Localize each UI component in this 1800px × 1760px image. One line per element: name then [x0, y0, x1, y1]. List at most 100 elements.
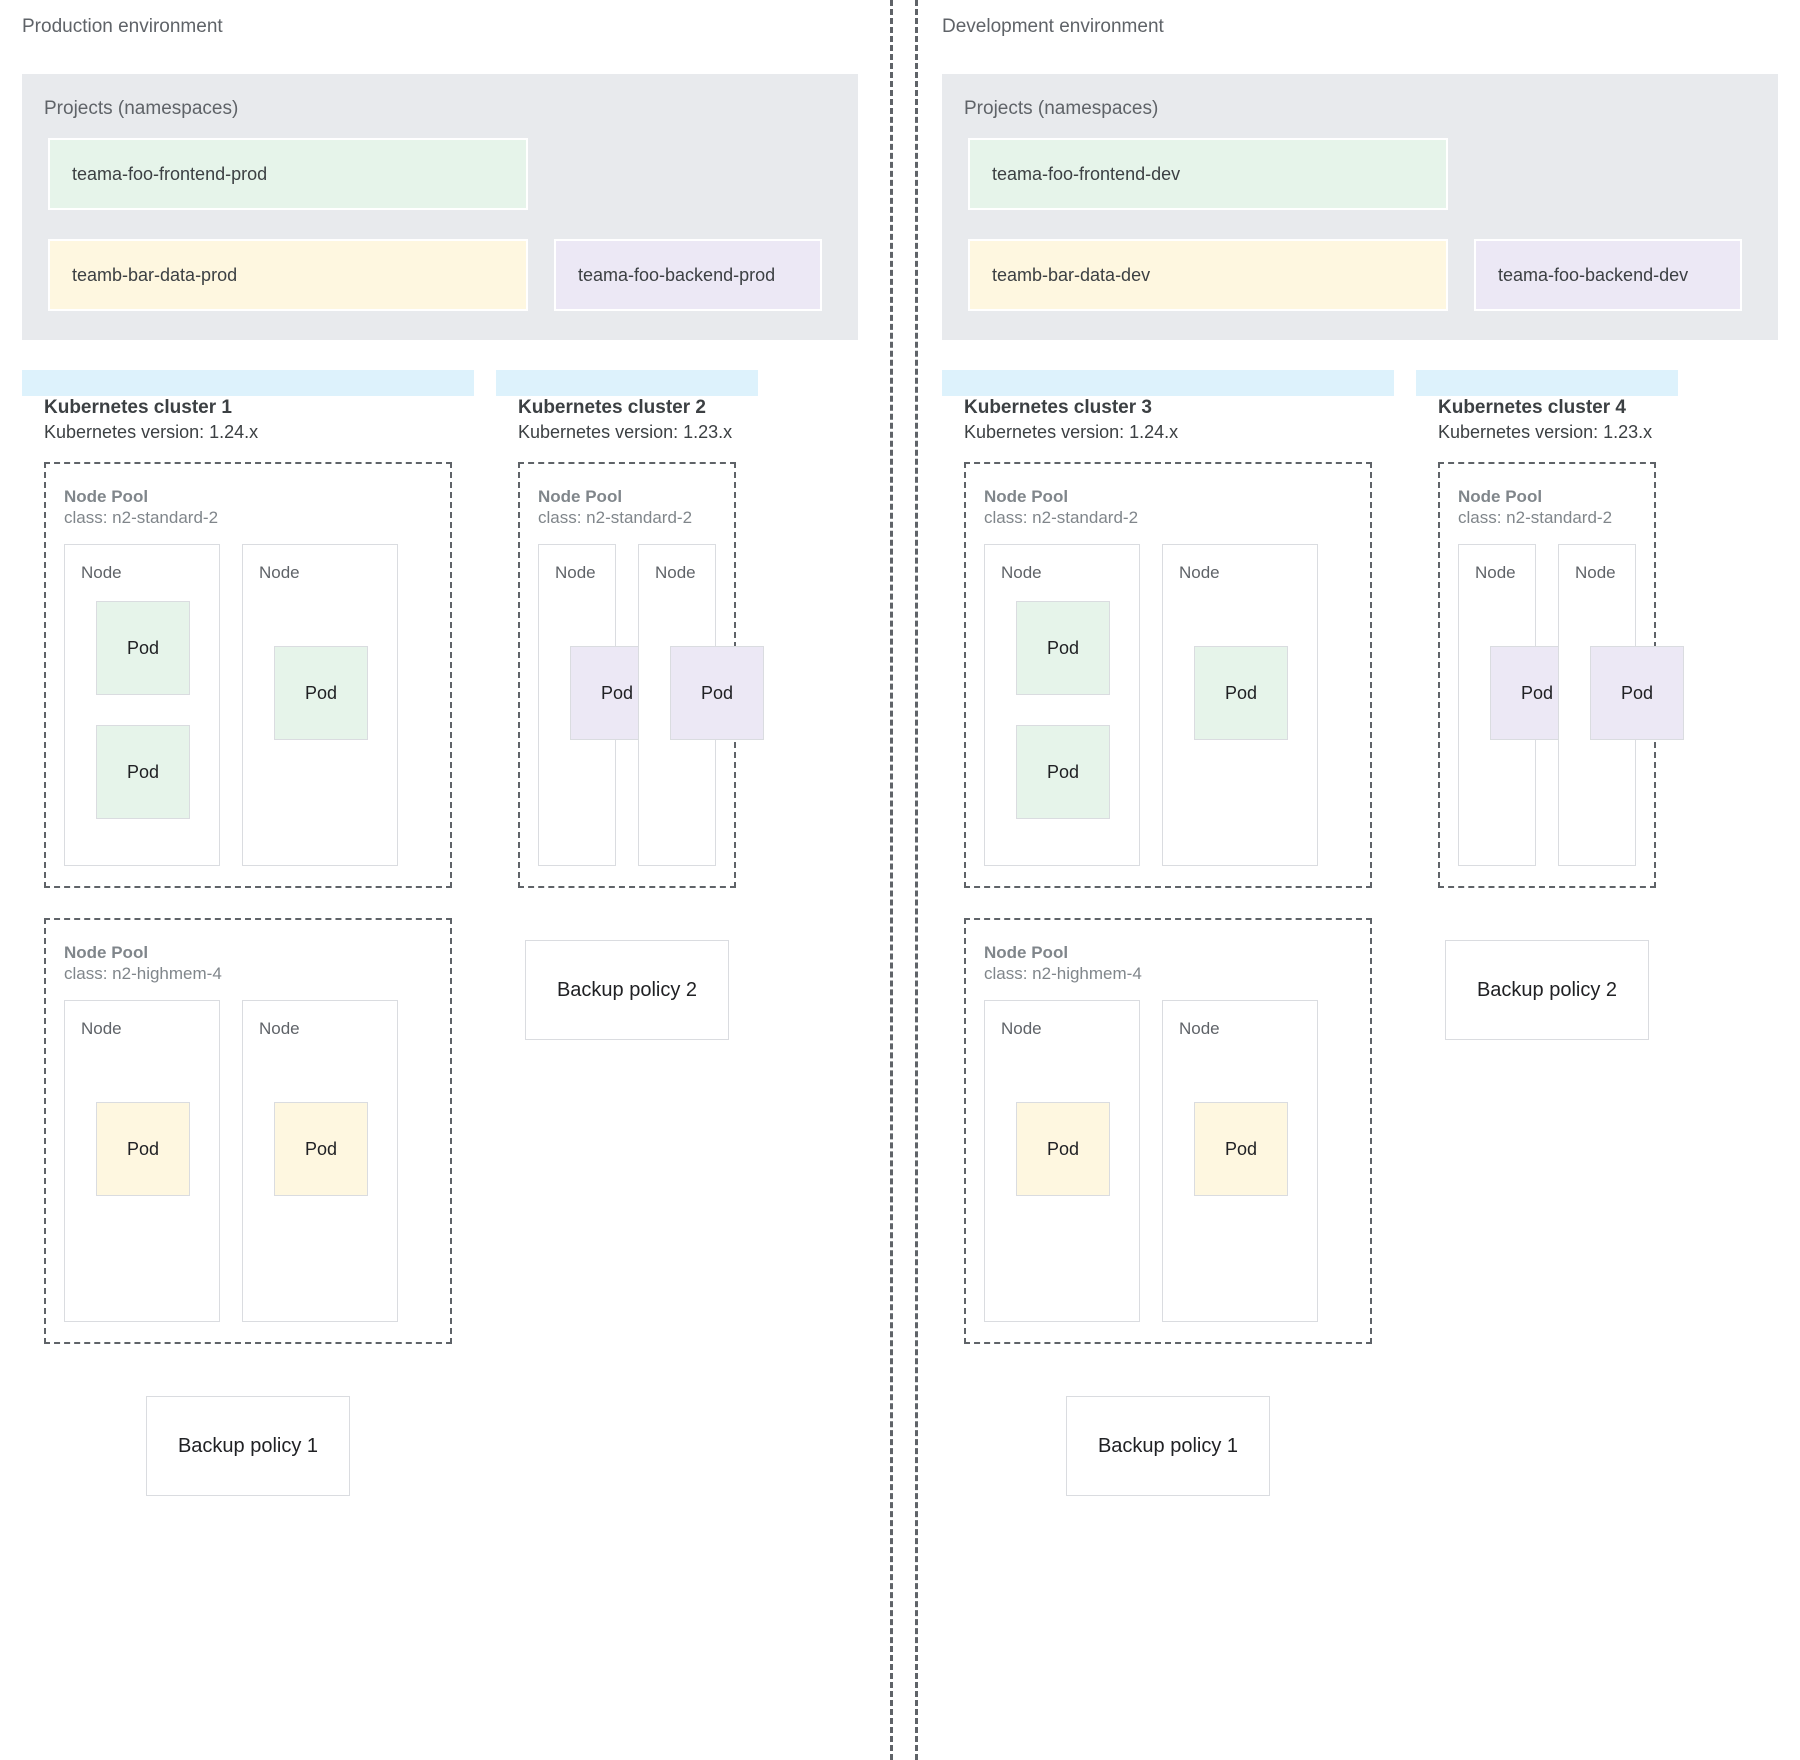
environment-divider-secondary: [915, 0, 918, 1760]
node-label: Node: [1179, 563, 1220, 582]
kubernetes-cluster[interactable]: Kubernetes cluster 4 Kubernetes version: …: [1416, 370, 1684, 1040]
namespace-box[interactable]: teama-foo-backend-prod: [554, 239, 822, 311]
node-label: Node: [655, 563, 696, 582]
node-label: Node: [1001, 563, 1042, 582]
cluster-version: Kubernetes version: 1.24.x: [964, 422, 1179, 442]
pod[interactable]: Pod: [274, 1102, 368, 1196]
pod[interactable]: Pod: [1590, 646, 1684, 740]
node-label: Node: [1575, 563, 1616, 582]
projects-panel: Projects (namespaces) teama-foo-frontend-…: [22, 74, 858, 340]
kubernetes-cluster[interactable]: Kubernetes cluster 1 Kubernetes version: …: [22, 370, 474, 1496]
cluster-name: Kubernetes cluster 1: [44, 397, 232, 418]
node-label: Node: [81, 563, 122, 582]
pod[interactable]: Pod: [1194, 1102, 1288, 1196]
node-label: Node: [259, 1019, 300, 1038]
cluster-version: Kubernetes version: 1.23.x: [518, 422, 733, 442]
node-label: Node: [1179, 1019, 1220, 1038]
node-pool-title: Node Pool: [984, 487, 1069, 506]
backup-policy-box[interactable]: Backup policy 1: [1066, 1396, 1270, 1496]
namespace-box[interactable]: teama-foo-backend-dev: [1474, 239, 1742, 311]
node-label: Node: [555, 563, 596, 582]
backup-policy-row: Backup policy 2: [1438, 918, 1656, 1070]
namespace-row: teamb-bar-data-dev teama-foo-backend-dev: [968, 239, 1752, 311]
namespace-row: teama-foo-frontend-dev: [968, 138, 1752, 210]
pod[interactable]: Pod: [274, 646, 368, 740]
node-pool-class: class: n2-highmem-4: [64, 964, 222, 983]
backup-policy-box[interactable]: Backup policy 2: [525, 940, 729, 1040]
cluster-name: Kubernetes cluster 2: [518, 397, 706, 418]
backup-policy-box[interactable]: Backup policy 1: [146, 1396, 350, 1496]
pod[interactable]: Pod: [1016, 601, 1110, 695]
namespace-box[interactable]: teama-foo-frontend-prod: [48, 138, 528, 210]
node-label: Node: [1001, 1019, 1042, 1038]
node-pool-class: class: n2-highmem-4: [984, 964, 1142, 983]
namespace-box[interactable]: teamb-bar-data-dev: [968, 239, 1448, 311]
node-label: Node: [1475, 563, 1516, 582]
kubernetes-cluster[interactable]: Kubernetes cluster 2 Kubernetes version: …: [496, 370, 764, 1040]
pod[interactable]: Pod: [96, 1102, 190, 1196]
node-pool-class: class: n2-standard-2: [64, 508, 219, 527]
pod[interactable]: Pod: [1016, 1102, 1110, 1196]
backup-policy-row: Backup policy 1: [44, 1374, 452, 1526]
node-pool-title: Node Pool: [1458, 487, 1543, 506]
node-pool-title: Node Pool: [538, 487, 623, 506]
cluster-name: Kubernetes cluster 3: [964, 397, 1152, 418]
kubernetes-cluster[interactable]: Kubernetes cluster 3 Kubernetes version: …: [942, 370, 1394, 1496]
pod[interactable]: Pod: [96, 601, 190, 695]
environment-title: Development environment: [942, 16, 1164, 37]
cluster-version: Kubernetes version: 1.23.x: [1438, 422, 1653, 442]
namespace-box[interactable]: teama-foo-frontend-dev: [968, 138, 1448, 210]
environment-divider: [890, 0, 893, 1760]
node-pool-class: class: n2-standard-2: [1458, 508, 1613, 527]
node-pool-title: Node Pool: [64, 487, 149, 506]
cluster-name: Kubernetes cluster 4: [1438, 397, 1626, 418]
pod[interactable]: Pod: [1194, 646, 1288, 740]
node-label: Node: [259, 563, 300, 582]
node-pool-class: class: n2-standard-2: [984, 508, 1139, 527]
projects-panel-title: Projects (namespaces): [44, 98, 239, 119]
pod[interactable]: Pod: [96, 725, 190, 819]
cluster-version: Kubernetes version: 1.24.x: [44, 422, 259, 442]
projects-panel: Projects (namespaces) teama-foo-frontend-…: [942, 74, 1778, 340]
backup-policy-row: Backup policy 2: [518, 918, 736, 1070]
namespace-box[interactable]: teamb-bar-data-prod: [48, 239, 528, 311]
node-pool-title: Node Pool: [64, 943, 149, 962]
pod[interactable]: Pod: [1016, 725, 1110, 819]
namespace-row: teama-foo-frontend-prod: [48, 138, 832, 210]
node-pool-title: Node Pool: [984, 943, 1069, 962]
backup-policy-row: Backup policy 1: [964, 1374, 1372, 1526]
node-pool-class: class: n2-standard-2: [538, 508, 693, 527]
environment-title: Production environment: [22, 16, 223, 37]
namespace-row: teamb-bar-data-prod teama-foo-backend-pro…: [48, 239, 832, 311]
backup-policy-box[interactable]: Backup policy 2: [1445, 940, 1649, 1040]
node-label: Node: [81, 1019, 122, 1038]
pod[interactable]: Pod: [670, 646, 764, 740]
projects-panel-title: Projects (namespaces): [964, 98, 1159, 119]
